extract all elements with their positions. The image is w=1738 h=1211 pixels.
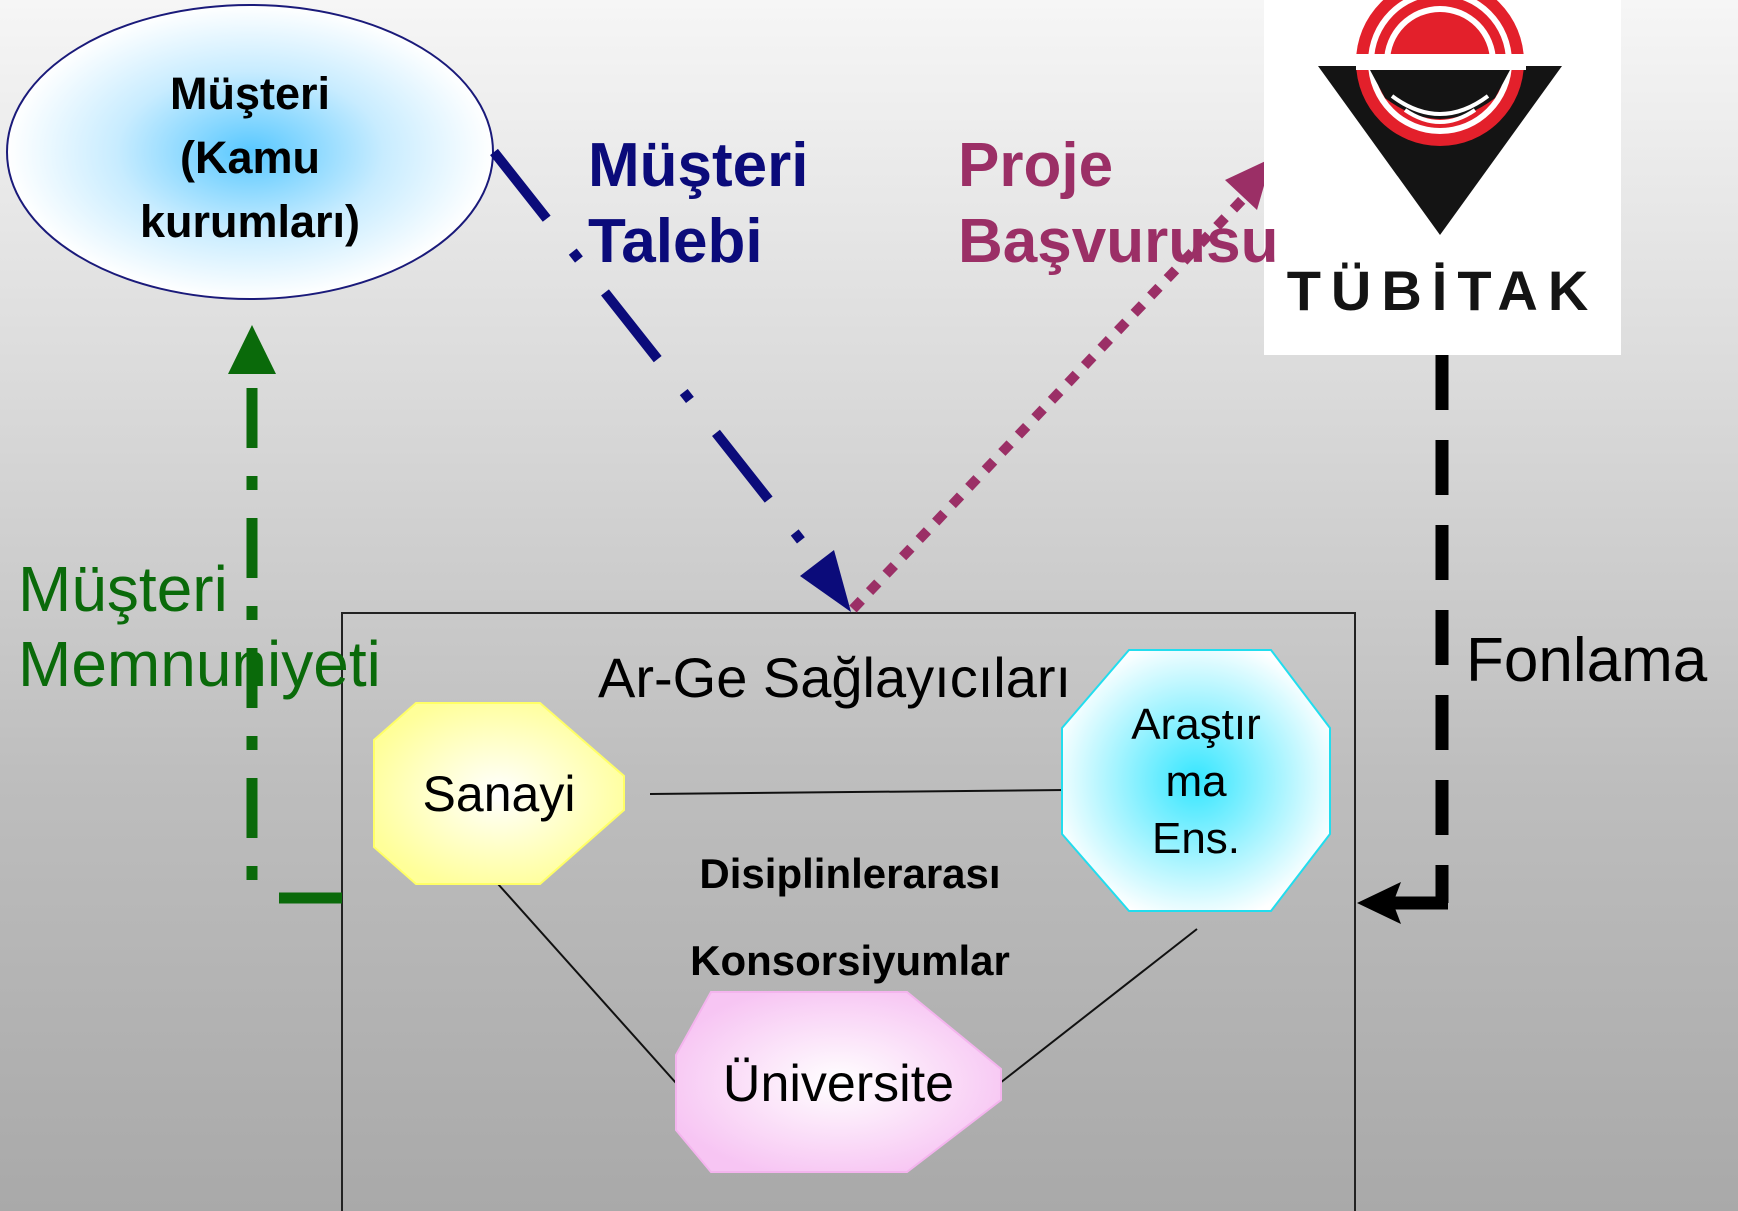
industry-node: [373, 702, 625, 885]
industry-label: Sanayi: [422, 766, 576, 822]
research-label-line3: Ens.: [1151, 814, 1241, 863]
demand-arrowhead: [800, 550, 851, 612]
industry-research-link: [649, 789, 1066, 795]
funding-label: Fonlama: [1466, 626, 1708, 695]
customer-label-line2: (Kamu: [179, 132, 320, 183]
consortium-label-line2: Konsorsiyumlar: [690, 937, 1010, 984]
satisfaction-arrowhead: [228, 325, 276, 374]
research-label-line1: Araştır: [1131, 700, 1261, 749]
customer-label-line3: kurumları): [139, 196, 361, 247]
research-institutes-node: [1061, 649, 1331, 912]
providers-title: Ar-Ge Sağlayıcıları: [598, 646, 1072, 709]
tubitak-logo-text: TÜBİTAK: [1286, 259, 1599, 322]
tubitak-logo: [1318, 0, 1562, 235]
university-label: Üniversite: [722, 1055, 955, 1113]
research-university-link: [999, 928, 1198, 1084]
satisfaction-label-line2: Memnuniyeti: [18, 628, 381, 700]
application-label-line2: Başvurusu: [958, 207, 1279, 276]
application-arrowhead: [1225, 158, 1272, 210]
industry-university-link: [497, 883, 677, 1084]
customer-label-line1: Müşteri: [169, 68, 331, 119]
demand-arrow-line: [490, 148, 822, 566]
demand-label-line2: Talebi: [588, 207, 763, 276]
consortium-label-line1: Disiplinlerarası: [699, 850, 1001, 897]
satisfaction-label-line1: Müşteri: [18, 553, 228, 625]
research-label-line2: ma: [1165, 757, 1227, 806]
university-node: [675, 991, 1002, 1173]
funding-arrowhead: [1357, 882, 1401, 924]
demand-label-line1: Müşteri: [588, 131, 809, 200]
application-label-line1: Proje: [958, 131, 1114, 200]
providers-box: [341, 612, 1356, 1211]
customer-node: [6, 4, 494, 300]
